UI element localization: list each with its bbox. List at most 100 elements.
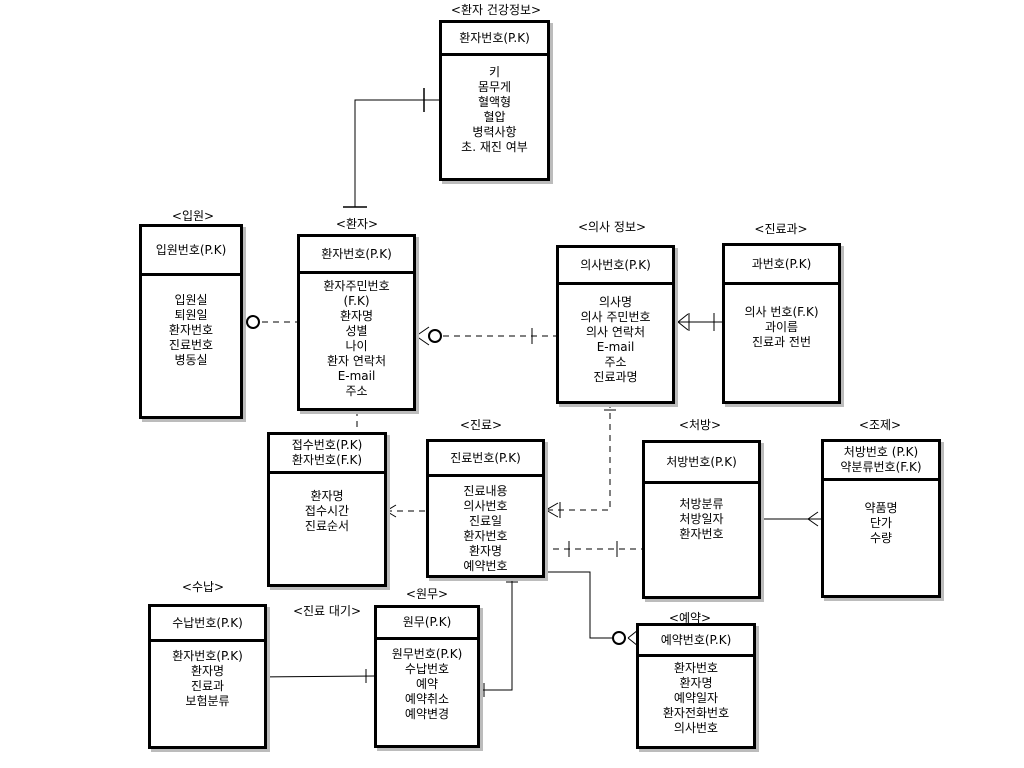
primary-key: 원무(P.K) [402, 615, 452, 629]
attribute: 진료순서 [304, 519, 350, 533]
primary-key: 환자번호(P.K) [459, 30, 530, 45]
attribute: 접수시간 [304, 504, 350, 518]
entity-header: 의사번호(P.K) [559, 248, 672, 285]
label-waiting: <진료 대기> [292, 604, 362, 618]
entity-payment: 수납번호(P.K) 환자번호(P.K) 환자명 진료과 보험분류 [148, 604, 267, 749]
entity-attributes: 약품명 단가 수량 [824, 481, 938, 546]
attribute: 환자 연락처 [326, 354, 386, 368]
entity-prescription: 처방번호(P.K) 처방분류 처방일자 환자번호 [642, 440, 761, 599]
rel-payment-office [246, 675, 376, 678]
entity-admission: 입원번호(P.K) 입원실 퇴원일 환자번호 진료번호 병동실 [139, 224, 243, 419]
attribute: 보험분류 [185, 694, 230, 708]
foreign-key: 약분류번호(F.K) [840, 460, 922, 474]
label-health-info: <환자 건강정보> [450, 3, 542, 17]
attribute: E-mail [337, 369, 376, 383]
entity-attributes: 환자명 접수시간 진료순서 [270, 474, 384, 534]
primary-key: 처방번호(P.K) [666, 454, 737, 469]
attribute: 예약일자 [673, 691, 719, 705]
attribute: (F.K) [343, 294, 370, 308]
primary-key: 접수번호(P.K) [291, 438, 363, 452]
attribute: 환자명 [468, 544, 503, 558]
label-prescription: <처방> [678, 418, 722, 432]
label-dispense: <조제> [858, 418, 902, 432]
entity-header: 수납번호(P.K) [151, 607, 264, 642]
attribute: 수량 [869, 531, 893, 545]
rel-treatment-office [480, 575, 513, 691]
primary-key: 입원번호(P.K) [155, 242, 227, 257]
attribute: 환자번호(P.K) [172, 649, 243, 663]
crowfoot-waiting [385, 504, 397, 518]
entity-attributes: 처방분류 처방일자 환자번호 [645, 484, 758, 542]
attribute: 성별 [345, 324, 368, 338]
entity-department: 과번호(P.K) 의사 번호(F.K) 과이름 진료과 전번 [722, 243, 841, 404]
attribute: 예약취소 [404, 692, 450, 706]
label-payment: <수납> [181, 580, 225, 594]
entity-dispense: 처방번호 (P.K) 약분류번호(F.K) 약품명 단가 수량 [821, 439, 941, 598]
attribute: 입원실 [174, 293, 208, 307]
entity-attributes: 진료내용 의사번호 진료일 환자번호 환자명 예약번호 [429, 477, 542, 574]
attribute: 의사번호 [673, 721, 719, 735]
label-reservation: <예약> [668, 611, 712, 625]
attribute: 환자명 [339, 309, 374, 323]
crowfoot-patient [415, 326, 430, 346]
attribute: 의사명 [598, 295, 633, 309]
entity-attributes: 원무번호(P.K) 수납번호 예약 예약취소 예약변경 [377, 640, 477, 722]
attribute: 과이름 [764, 320, 799, 334]
entity-attributes: 키 몸무게 혈액형 혈압 병력사항 초. 재진 여부 [442, 56, 547, 155]
crowfoot-doctor [677, 313, 689, 331]
entity-header: 원무(P.K) [377, 608, 477, 640]
entity-patient: 환자번호(P.K) 환자주민번호 (F.K) 환자명 성별 나이 환자 연락처 … [297, 234, 416, 411]
crowfoot-dispense [807, 511, 819, 527]
entity-header: 예약번호(P.K) [639, 626, 753, 657]
attribute: 환자번호 [673, 661, 719, 675]
attribute: 주소 [604, 355, 627, 369]
entity-header: 환자번호(P.K) [300, 237, 413, 274]
attribute: 진료일 [468, 514, 503, 528]
entity-header: 입원번호(P.K) [142, 227, 240, 276]
entity-health-info: 환자번호(P.K) 키 몸무게 혈액형 혈압 병력사항 초. 재진 여부 [439, 20, 550, 181]
entity-attributes: 환자주민번호 (F.K) 환자명 성별 나이 환자 연락처 E-mail 주소 [300, 274, 413, 399]
label-patient: <환자> [335, 217, 379, 231]
rel-health-patient [354, 99, 440, 207]
entity-header: 진료번호(P.K) [429, 442, 542, 477]
label-doctor-info: <의사 정보> [577, 220, 647, 234]
attribute: 환자명 [679, 676, 713, 690]
label-office: <원무> [405, 587, 449, 601]
label-department: <진료과> [754, 222, 808, 236]
crowfoot-treatment [545, 502, 559, 518]
primary-key: 과번호(P.K) [751, 256, 812, 271]
entity-attributes: 의사명 의사 주민번호 의사 연락처 E-mail 주소 진료과명 [559, 285, 672, 385]
attribute: 초. 재진 여부 [461, 140, 528, 154]
zero-circle-patient [428, 329, 442, 343]
entity-attributes: 환자번호 환자명 예약일자 환자전화번호 의사번호 [639, 657, 753, 736]
primary-key: 의사번호(P.K) [580, 257, 651, 272]
entity-header: 접수번호(P.K) 환자번호(F.K) [270, 435, 384, 474]
zero-circle-reservation [612, 631, 626, 645]
attribute: 나이 [345, 339, 368, 353]
primary-key: 예약번호(P.K) [660, 632, 732, 647]
attribute: 의사 주민번호 [580, 310, 651, 324]
entity-header: 환자번호(P.K) [442, 23, 547, 56]
attribute: 의사번호 [463, 499, 508, 513]
attribute: E-mail [596, 340, 635, 354]
attribute: 몸무게 [477, 80, 512, 94]
attribute: 처방일자 [679, 512, 724, 526]
attribute: 예약번호 [463, 559, 508, 573]
entity-office: 원무(P.K) 원무번호(P.K) 수납번호 예약 예약취소 예약변경 [374, 605, 480, 748]
attribute: 환자번호 [463, 529, 508, 543]
attribute: 혈압 [483, 110, 506, 124]
entity-header: 처방번호 (P.K) 약분류번호(F.K) [824, 442, 938, 481]
attribute: 의사 번호(F.K) [744, 305, 819, 319]
attribute: 환자번호 [679, 527, 724, 541]
rel-doctor-treatment [546, 402, 611, 511]
entity-attributes: 의사 번호(F.K) 과이름 진료과 전번 [725, 285, 838, 350]
attribute: 의사 연락처 [585, 325, 645, 339]
attribute: 예약변경 [404, 707, 450, 721]
entity-attributes: 환자번호(P.K) 환자명 진료과 보험분류 [151, 642, 264, 709]
entity-reservation: 예약번호(P.K) 환자번호 환자명 예약일자 환자전화번호 의사번호 [636, 623, 756, 749]
attribute: 환자명 [190, 664, 225, 678]
entity-attributes: 입원실 퇴원일 환자번호 진료번호 병동실 [142, 276, 240, 368]
foreign-key: 환자번호(F.K) [291, 453, 363, 467]
zero-circle-admission [246, 315, 260, 329]
